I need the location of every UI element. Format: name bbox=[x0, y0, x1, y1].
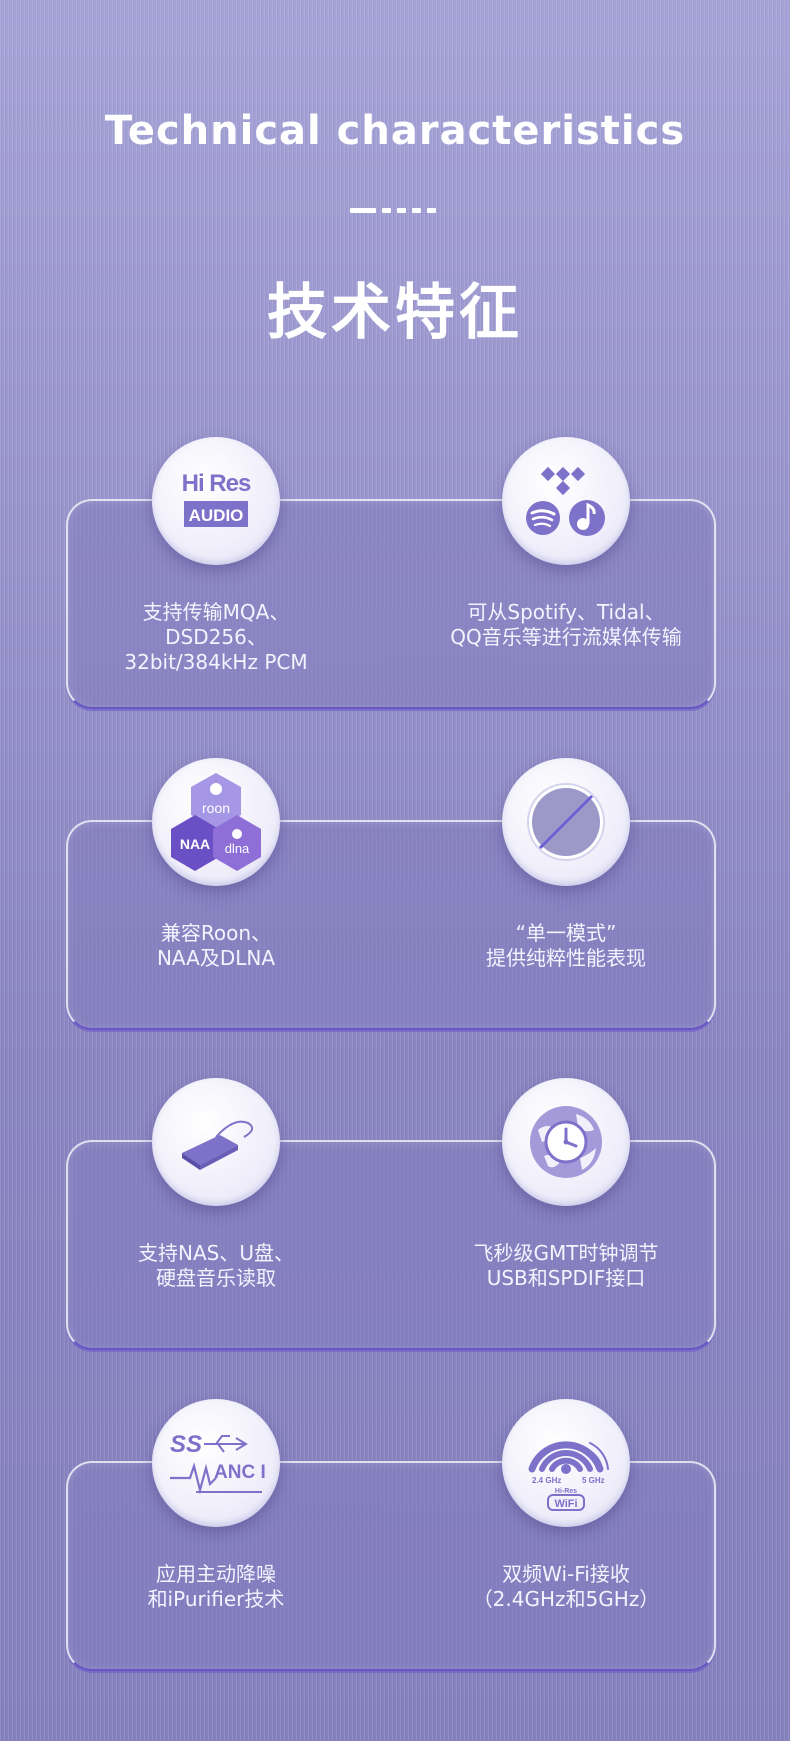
hi-res-audio-icon: Hi Res AUDIO bbox=[182, 470, 252, 527]
svg-text:roon: roon bbox=[202, 800, 230, 816]
external-drive-badge bbox=[152, 1078, 280, 1206]
svg-text:SS: SS bbox=[170, 1431, 202, 1458]
wifi-badge: 2.4 GHz 5 GHz Hi-Res WiFi bbox=[502, 1399, 630, 1527]
feature-label-2: 可从Spotify、Tidal、 QQ音乐等进行流媒体传输 bbox=[450, 600, 682, 649]
ss-anc-badge: SS ANC II bbox=[152, 1399, 280, 1527]
page-title-english: Technical characteristics bbox=[104, 108, 686, 154]
svg-text:WiFi: WiFi bbox=[554, 1498, 577, 1510]
tidal-icon bbox=[540, 466, 586, 496]
single-mode-badge bbox=[502, 758, 630, 886]
svg-text:NAA: NAA bbox=[180, 836, 210, 852]
world-clock-badge bbox=[502, 1078, 630, 1206]
svg-text:ANC II: ANC II bbox=[214, 1462, 266, 1483]
roon-naa-dlna-icon: roon NAA dlna bbox=[171, 773, 261, 871]
feature-label-5: 支持NAS、U盘、 硬盘音乐读取 bbox=[138, 1241, 294, 1290]
feature-label-7: 应用主动降噪 和iPurifier技术 bbox=[147, 1562, 285, 1611]
page-title-chinese: 技术特征 bbox=[267, 278, 523, 348]
world-clock-icon bbox=[530, 1106, 602, 1178]
streaming-badge bbox=[502, 437, 630, 565]
title-divider bbox=[350, 208, 440, 213]
qq-music-icon bbox=[569, 500, 605, 536]
feature-label-3: 兼容Roon、 NAA及DLNA bbox=[156, 921, 276, 970]
spotify-icon bbox=[526, 501, 560, 535]
hi-res-audio-badge: Hi Res AUDIO bbox=[152, 437, 280, 565]
svg-text:dlna: dlna bbox=[225, 841, 250, 856]
feature-label-8: 双频Wi-Fi接收 （2.4GHz和5GHz） bbox=[472, 1562, 660, 1611]
svg-text:2.4 GHz: 2.4 GHz bbox=[532, 1476, 561, 1485]
single-mode-icon bbox=[527, 783, 605, 861]
svg-text:Hi-Res: Hi-Res bbox=[555, 1488, 577, 1495]
svg-text:Hi Res: Hi Res bbox=[182, 470, 251, 497]
wifi-hi-res-icon: 2.4 GHz 5 GHz Hi-Res WiFi bbox=[528, 1441, 609, 1511]
feature-label-1: 支持传输MQA、 DSD256、 32bit/384kHz PCM bbox=[124, 600, 308, 674]
feature-label-6: 飞秒级GMT时钟调节 USB和SPDIF接口 bbox=[473, 1241, 659, 1290]
ss-anc-ii-icon: SS ANC II bbox=[170, 1431, 266, 1495]
svg-text:5 GHz: 5 GHz bbox=[582, 1476, 605, 1485]
svg-text:AUDIO: AUDIO bbox=[189, 506, 244, 525]
streaming-services-icon bbox=[526, 466, 605, 536]
external-drive-icon bbox=[182, 1120, 254, 1170]
roon-naa-dlna-badge: roon NAA dlna bbox=[152, 758, 280, 886]
feature-label-4: “单一模式” 提供纯粹性能表现 bbox=[486, 921, 646, 970]
